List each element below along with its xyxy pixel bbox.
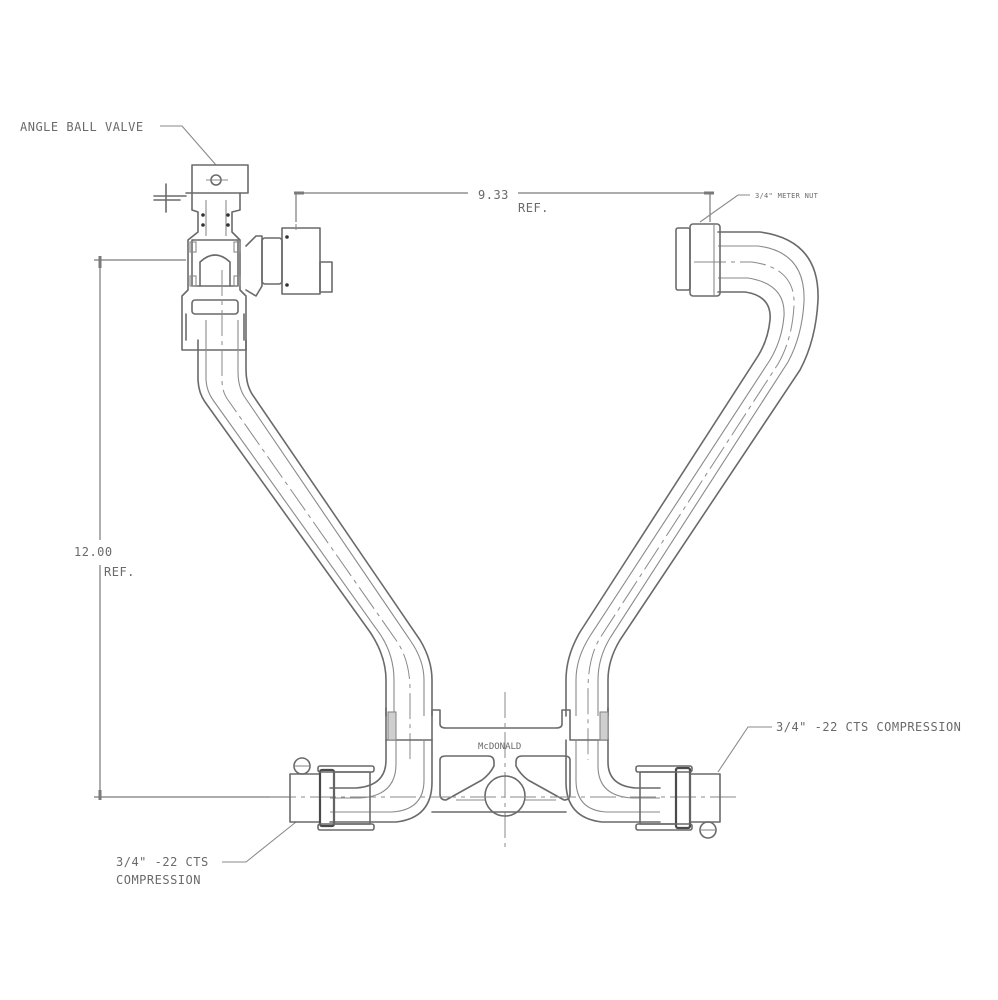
angle-ball-valve-label: ANGLE BALL VALVE xyxy=(20,120,144,134)
dim-height-ref: REF. xyxy=(104,565,135,579)
left-riser-pipe xyxy=(197,270,433,760)
dim-height-value: 12.00 xyxy=(74,545,113,559)
label-meter-nut: 3/4" METER NUT xyxy=(699,192,819,223)
bottom-manifold: McDONALD xyxy=(270,692,740,850)
right-riser-pipe xyxy=(565,231,819,760)
brand-mark: McDONALD xyxy=(478,742,521,752)
right-compression-label: 3/4" -22 CTS COMPRESSION xyxy=(776,720,961,734)
meter-nut-label: 3/4" METER NUT xyxy=(755,192,819,200)
left-compression-coupling xyxy=(289,757,375,831)
right-compression-coupling xyxy=(635,765,721,839)
label-right-compression: 3/4" -22 CTS COMPRESSION xyxy=(717,720,961,773)
meter-nut xyxy=(675,223,721,297)
dim-width-value: 9.33 xyxy=(478,188,509,202)
angle-ball-valve xyxy=(153,164,333,351)
left-compression-label-line2: COMPRESSION xyxy=(116,873,201,887)
dimension-height: 12.00 REF. xyxy=(74,256,290,800)
label-angle-ball-valve: ANGLE BALL VALVE xyxy=(20,120,217,166)
label-left-compression: 3/4" -22 CTS COMPRESSION xyxy=(116,821,297,887)
dimension-width: 9.33 REF. xyxy=(294,188,714,222)
left-compression-label-line1: 3/4" -22 CTS xyxy=(116,855,209,869)
dim-width-ref: REF. xyxy=(518,201,549,215)
